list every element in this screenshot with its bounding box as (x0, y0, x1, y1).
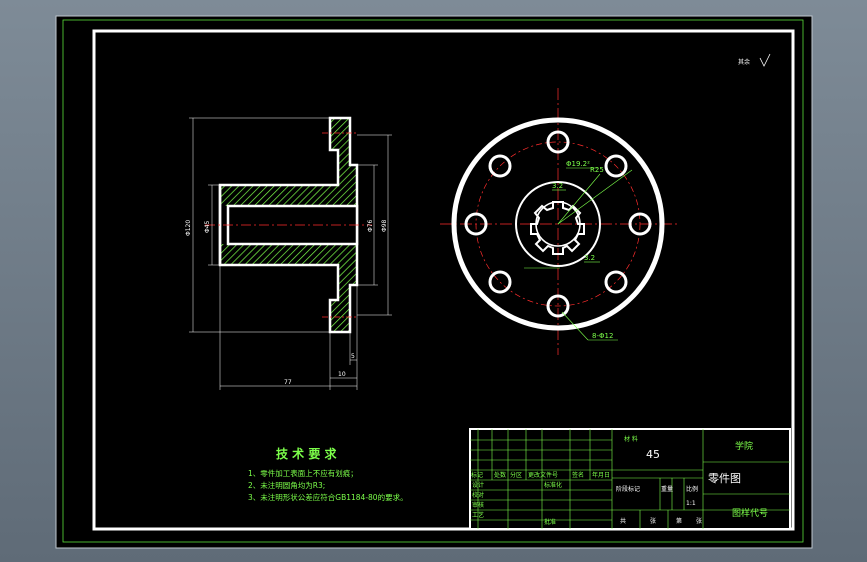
flange-dimensions (524, 167, 633, 341)
section-hatch-top (220, 118, 357, 206)
tb-std: 标准化 (544, 481, 562, 489)
tb-rev-h2: 分区 (510, 471, 522, 479)
bolt-hole-n (546, 130, 570, 154)
bolt-hole-w (464, 212, 488, 236)
tb-drawing-no: 图样代号 (732, 507, 768, 519)
tb-sheet-3: 张 (696, 517, 702, 525)
bolt-pitch-circle (475, 141, 641, 307)
dim-d98: Φ98 (381, 219, 388, 232)
tb-sheet-0: 共 (620, 517, 626, 525)
dim-len77: 77 (284, 379, 292, 386)
tech-item-3: 3、未注明形状公差应符合GB1184-80的要求。 (248, 492, 408, 502)
roughness-symbol (759, 53, 771, 67)
dim-spline-w: 3.2 (552, 182, 563, 190)
dim-holes: 8-Φ12 (592, 332, 613, 340)
dim-d76: Φ76 (367, 219, 374, 232)
tb-scale: 比例 (686, 485, 698, 493)
tech-title: 技 术 要 求 (276, 446, 338, 461)
tech-item-2: 2、未注明圆角均为R3; (248, 480, 325, 490)
dim-d45: Φ45 (204, 220, 211, 233)
bolt-hole-e (628, 212, 652, 236)
flange-view (440, 88, 680, 355)
tb-role-check: 校对 (472, 491, 484, 499)
tb-sheet-2: 第 (676, 517, 682, 525)
section-hatch-bottom (220, 244, 357, 332)
tb-sheet-1: 张 (650, 517, 656, 525)
tb-material-label: 材 料 (624, 435, 638, 443)
tb-rev-h1: 处数 (494, 471, 506, 479)
dim-d120: Φ120 (185, 220, 192, 236)
outer-frame (62, 19, 804, 543)
bolt-hole-nw (488, 154, 512, 178)
paper-outline (55, 15, 813, 549)
bolt-hole-sw (488, 270, 512, 294)
bolt-hole-s (546, 294, 570, 318)
tb-drawing-name: 零件图 (708, 472, 741, 485)
spline-teeth (530, 201, 585, 255)
hub-circle (515, 181, 601, 267)
tb-rev-h0: 标记 (471, 471, 483, 479)
bolt-hole-se (604, 270, 628, 294)
tb-rev-h3: 更改文件号 (528, 471, 558, 479)
tb-school: 学院 (735, 440, 753, 452)
tb-scale-val: 1:1 (686, 500, 696, 507)
roughness-note: 其余 (738, 58, 750, 66)
dim-key-w: 3.2 (584, 254, 595, 262)
tb-approve: 批准 (544, 518, 556, 526)
dim-len5: 5 (351, 353, 355, 360)
dim-r25: R25 (590, 166, 604, 174)
tb-stage: 阶段标记 (616, 485, 640, 493)
title-block: 标记 处数 分区 更改文件号 签名 年月日 设计 校对 审核 工艺 标准化 批准… (469, 428, 791, 530)
flange-outer (451, 117, 665, 331)
tb-material: 45 (646, 448, 660, 461)
tb-rev-h5: 年月日 (592, 471, 610, 479)
tech-item-1: 1、零件加工表面上不应有划痕； (248, 468, 358, 478)
tb-rev-h4: 签名 (572, 471, 584, 479)
dim-len10: 10 (338, 371, 346, 378)
section-dimensions (189, 117, 392, 390)
drawing-border (92, 29, 795, 531)
bolt-hole-ne (604, 154, 628, 178)
tb-role-review: 审核 (472, 501, 484, 509)
tb-weight: 重量 (661, 485, 673, 493)
tb-role-process: 工艺 (472, 511, 484, 519)
tb-role-design: 设计 (472, 481, 484, 489)
dim-spline: Φ19.2² (566, 160, 590, 168)
